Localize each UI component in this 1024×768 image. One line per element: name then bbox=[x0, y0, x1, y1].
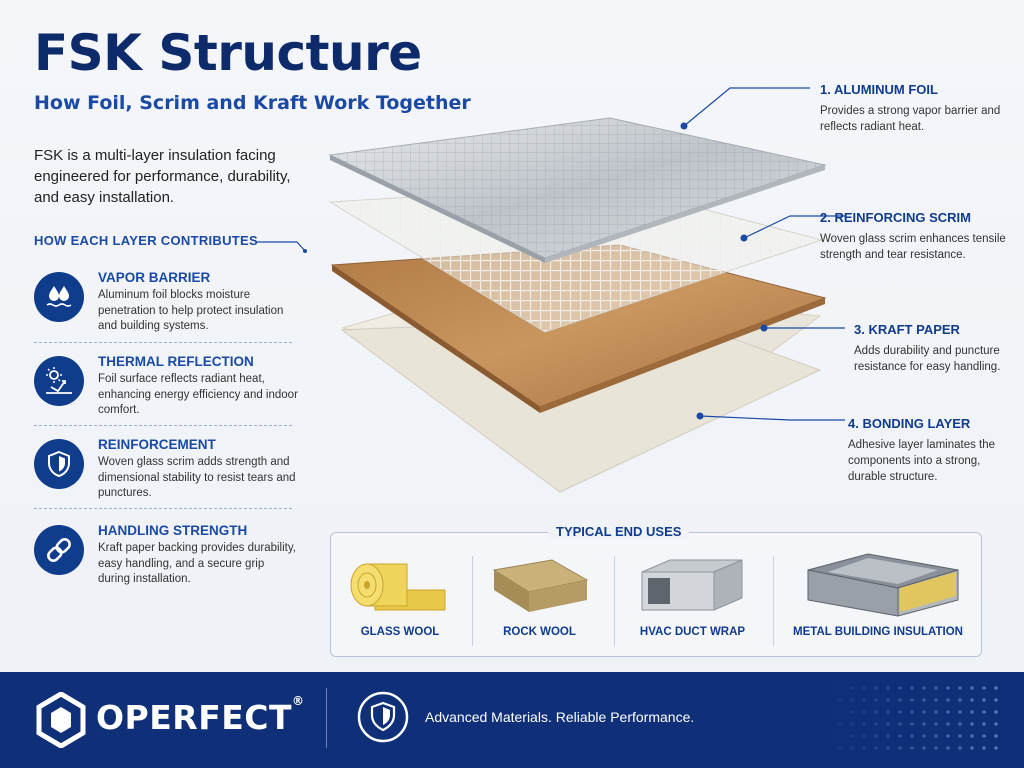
feature-description: Foil surface reflects radiant heat, enha… bbox=[98, 373, 298, 416]
end-use-label: HVAC DUCT WRAP bbox=[639, 626, 746, 638]
end-use-glass-wool: GLASS WOOL bbox=[345, 550, 455, 638]
aluminum-foil-sheet bbox=[328, 117, 827, 263]
water-drops-icon bbox=[34, 272, 84, 322]
kraft-marker-dot bbox=[760, 324, 768, 332]
brand-hexagon-logo-icon bbox=[36, 692, 86, 748]
feature-divider bbox=[34, 508, 292, 509]
intro-text: FSK is a multi-layer insulation facing e… bbox=[34, 147, 291, 206]
callout-description: Provides a strong vapor barrier and refl… bbox=[820, 105, 1001, 133]
feature-handling-strength: HANDLING STRENGTH Kraft paper backing pr… bbox=[34, 523, 296, 603]
end-use-divider bbox=[472, 556, 473, 646]
callout-reinforcing-scrim: 2. REINFORCING SCRIM Woven glass scrim e… bbox=[820, 210, 1015, 263]
feature-vapor-barrier: VAPOR BARRIER Aluminum foil blocks moist… bbox=[34, 270, 294, 350]
contributions-heading: HOW EACH LAYER CONTRIBUTES bbox=[34, 233, 258, 248]
page-subtitle: How Foil, Scrim and Kraft Work Together bbox=[34, 92, 471, 114]
callout-title: 3. KRAFT PAPER bbox=[854, 322, 960, 337]
end-use-divider bbox=[773, 556, 774, 646]
scrim-marker-dot bbox=[740, 234, 748, 242]
bonding-marker-dot bbox=[696, 412, 704, 420]
end-use-metal-building: METAL BUILDING INSULATION bbox=[788, 550, 968, 638]
glass-wool-roll-icon bbox=[350, 563, 446, 611]
chain-link-icon bbox=[34, 525, 84, 575]
feature-reinforcement: REINFORCEMENT Woven glass scrim adds str… bbox=[34, 437, 296, 517]
brand-name: OPERFECT® bbox=[96, 694, 305, 737]
hvac-duct-icon bbox=[641, 559, 743, 611]
end-use-rock-wool: ROCK WOOL bbox=[482, 550, 597, 638]
feature-title: HANDLING STRENGTH bbox=[98, 523, 248, 538]
footer-tagline: Advanced Materials. Reliable Performance… bbox=[425, 709, 695, 725]
callout-title: 2. REINFORCING SCRIM bbox=[820, 210, 971, 225]
feature-divider bbox=[34, 425, 292, 426]
registered-mark: ® bbox=[292, 694, 305, 708]
rock-wool-board-icon bbox=[492, 559, 589, 612]
callout-description: Woven glass scrim enhances tensile stren… bbox=[820, 233, 1006, 261]
sun-reflection-icon bbox=[34, 356, 84, 406]
feature-description: Woven glass scrim adds strength and dime… bbox=[98, 456, 296, 499]
feature-description: Kraft paper backing provides durability,… bbox=[98, 542, 296, 585]
end-use-label: METAL BUILDING INSULATION bbox=[793, 626, 963, 638]
footer-divider bbox=[326, 688, 327, 748]
end-uses-title: TYPICAL END USES bbox=[548, 524, 690, 539]
feature-description: Aluminum foil blocks moisture penetratio… bbox=[98, 289, 284, 332]
callout-description: Adhesive layer laminates the components … bbox=[848, 439, 996, 483]
kraft-paper-sheet bbox=[330, 244, 827, 413]
feature-title: REINFORCEMENT bbox=[98, 437, 216, 452]
feature-title: THERMAL REFLECTION bbox=[98, 354, 254, 369]
feature-title: VAPOR BARRIER bbox=[98, 270, 211, 285]
metal-building-icon bbox=[807, 553, 959, 617]
callout-title: 4. BONDING LAYER bbox=[848, 416, 971, 431]
callout-kraft-paper: 3. KRAFT PAPER Adds durability and punct… bbox=[854, 322, 1014, 375]
shield-icon bbox=[34, 439, 84, 489]
layer-stack-illustration bbox=[328, 87, 845, 493]
foil-marker-dot bbox=[680, 122, 688, 130]
end-use-label: ROCK WOOL bbox=[503, 626, 576, 638]
end-use-label: GLASS WOOL bbox=[360, 626, 440, 638]
feature-thermal-reflection: THERMAL REFLECTION Foil surface reflects… bbox=[34, 354, 298, 434]
callout-leader-lines bbox=[683, 87, 845, 421]
callout-description: Adds durability and puncture resistance … bbox=[854, 345, 1001, 373]
end-use-hvac-duct: HVAC DUCT WRAP bbox=[630, 550, 755, 638]
callout-aluminum-foil: 1. ALUMINUM FOIL Provides a strong vapor… bbox=[820, 82, 1015, 135]
callout-title: 1. ALUMINUM FOIL bbox=[820, 82, 938, 97]
brand-text: OPERFECT bbox=[96, 698, 293, 737]
end-use-divider bbox=[614, 556, 615, 646]
shield-badge-icon bbox=[357, 691, 409, 743]
callout-bonding-layer: 4. BONDING LAYER Adhesive layer laminate… bbox=[848, 416, 1008, 485]
footer-bar: OPERFECT® Advanced Materials. Reliable P… bbox=[0, 672, 1024, 768]
contributions-pointer-line bbox=[257, 241, 307, 253]
feature-divider bbox=[34, 342, 292, 343]
decorative-dot-grid bbox=[838, 686, 998, 750]
page-title: FSK Structure bbox=[34, 24, 422, 82]
